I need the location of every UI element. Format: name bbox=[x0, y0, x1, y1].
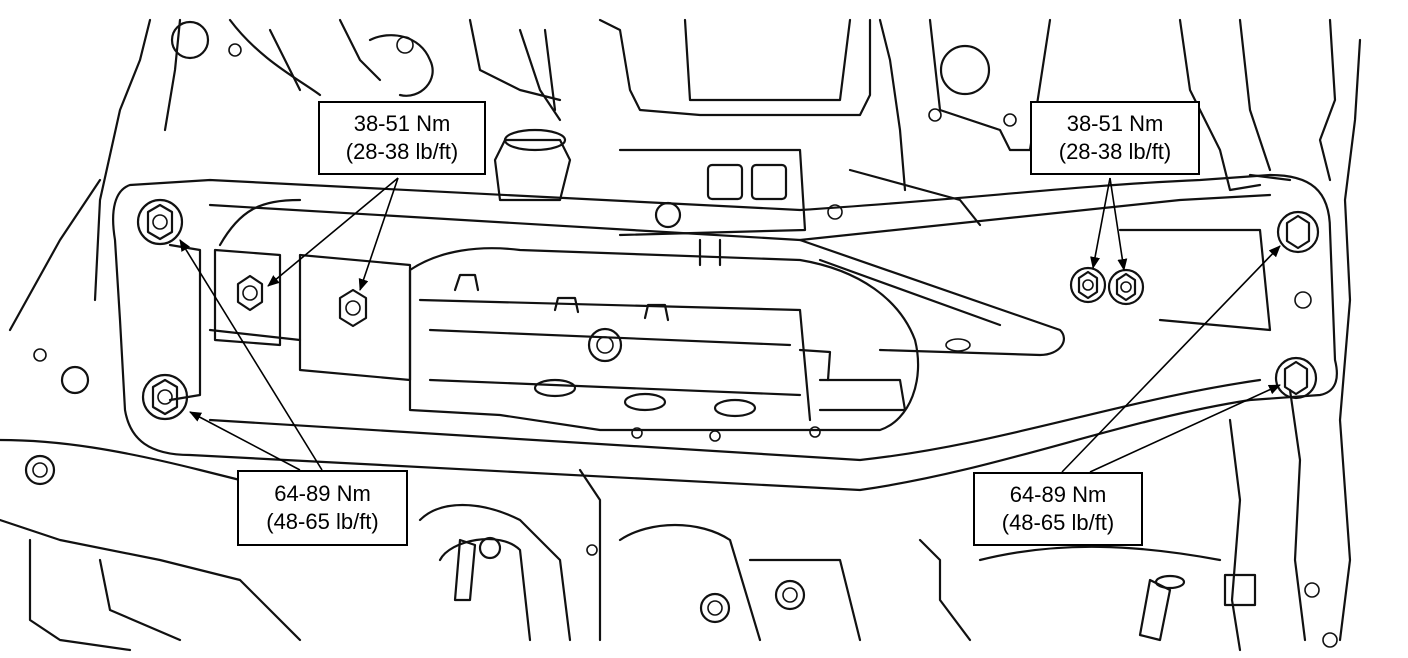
crossmember bbox=[112, 173, 1338, 492]
bolt-upper-left-inner-a bbox=[236, 274, 264, 312]
bolt-lower-left-outer bbox=[141, 373, 189, 421]
torque-metric: 38-51 Nm bbox=[1066, 111, 1164, 136]
torque-imperial: (48-65 lb/ft) bbox=[1001, 510, 1115, 535]
torque-callout-upper-right: 38-51 Nm (28-38 lb/ft) bbox=[1030, 101, 1200, 175]
background-structure bbox=[0, 18, 1362, 652]
torque-callout-upper-left: 38-51 Nm (28-38 lb/ft) bbox=[318, 101, 486, 175]
torque-callout-lower-right: 64-89 Nm (48-65 lb/ft) bbox=[973, 472, 1143, 546]
bolt-upper-left-outer bbox=[136, 198, 184, 246]
torque-metric: 64-89 Nm bbox=[274, 481, 371, 506]
torque-metric: 64-89 Nm bbox=[1009, 482, 1107, 507]
bolt-upper-right-outer bbox=[1276, 210, 1320, 254]
leader-lines bbox=[179, 177, 1281, 473]
torque-imperial: (28-38 lb/ft) bbox=[1058, 139, 1172, 164]
bolt-lower-right-outer bbox=[1274, 356, 1318, 400]
torque-callout-lower-left: 64-89 Nm (48-65 lb/ft) bbox=[237, 470, 408, 546]
torque-imperial: (48-65 lb/ft) bbox=[266, 509, 379, 534]
valve-body bbox=[408, 128, 982, 442]
bolt-upper-left-inner-b bbox=[338, 288, 368, 328]
bolt-upper-right-inner-a bbox=[1069, 266, 1107, 304]
bolt-upper-right-inner-b bbox=[1107, 268, 1145, 306]
torque-imperial: (28-38 lb/ft) bbox=[345, 139, 459, 164]
torque-metric: 38-51 Nm bbox=[353, 111, 451, 136]
